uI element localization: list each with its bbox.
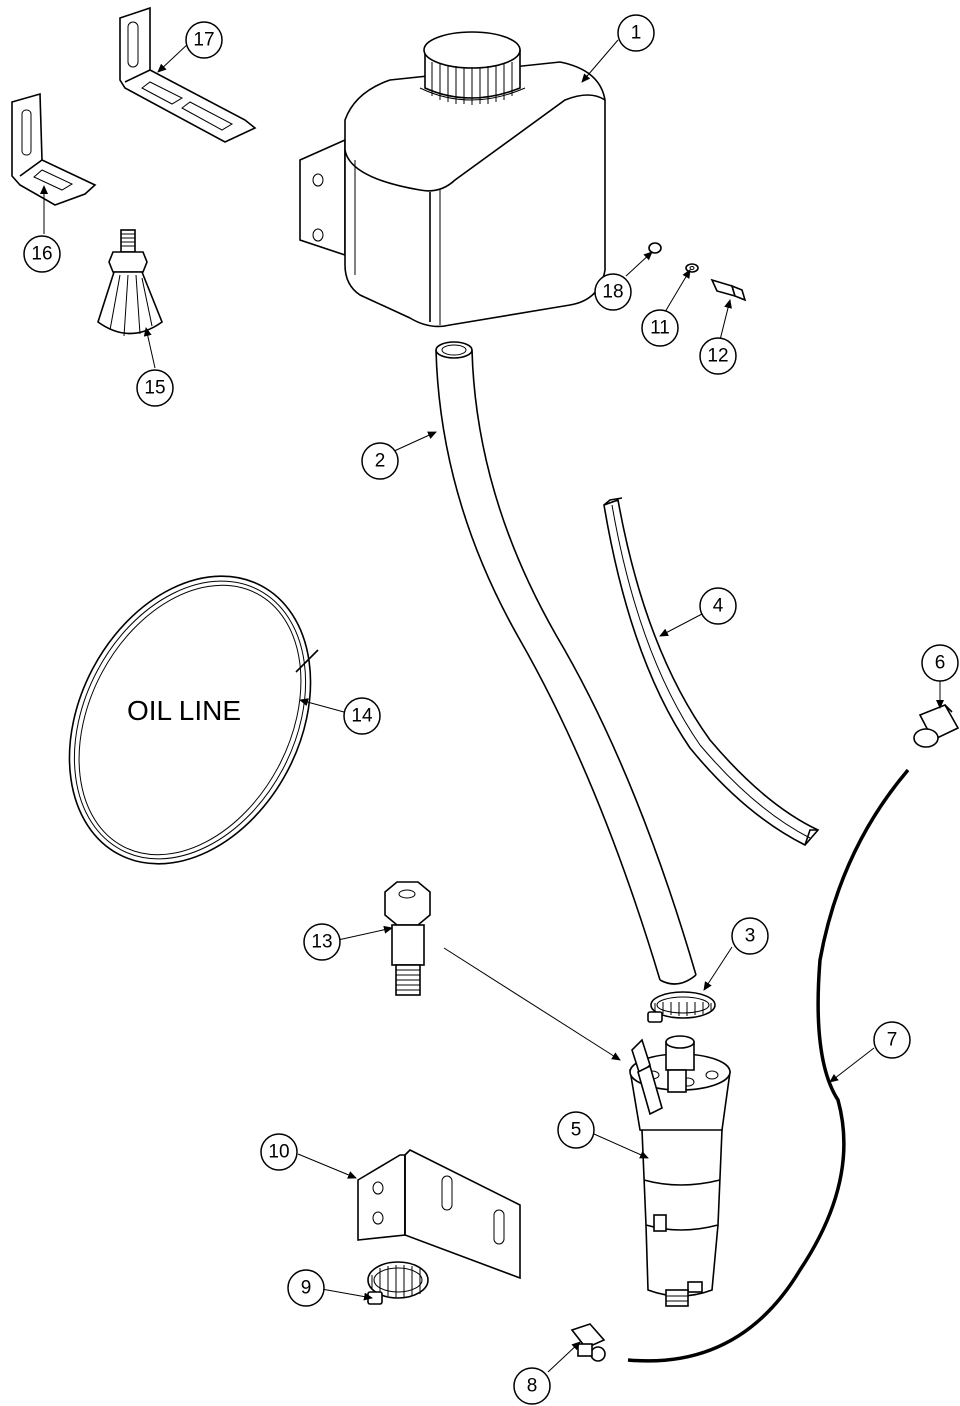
channel-strip-4 (603, 497, 820, 846)
hose-2 (435, 341, 697, 985)
callout-10: 10 (260, 1133, 298, 1171)
flexible-line-7 (627, 768, 910, 1363)
oil-line-coil-14: OIL LINE (68, 575, 319, 865)
callout-15: 15 (136, 369, 174, 407)
svg-text:12: 12 (707, 346, 728, 367)
callout-12: 12 (699, 337, 737, 375)
svg-text:8: 8 (527, 1376, 538, 1397)
callout-16: 16 (23, 235, 61, 273)
hardware-small-parts (648, 242, 747, 302)
extension-fitting-13 (384, 881, 431, 996)
svg-text:16: 16 (31, 244, 52, 265)
svg-text:1: 1 (631, 23, 642, 44)
bushing-15 (97, 229, 163, 337)
bracket-17 (119, 6, 257, 143)
svg-text:7: 7 (887, 1030, 898, 1051)
svg-text:11: 11 (650, 318, 670, 339)
svg-text:5: 5 (571, 1120, 582, 1141)
svg-text:17: 17 (193, 30, 214, 51)
callout-14: 14 (343, 697, 381, 735)
svg-text:4: 4 (713, 596, 724, 617)
fitting-6 (913, 703, 960, 748)
callout-13: 13 (303, 923, 341, 961)
callout-1: 1 (617, 14, 655, 52)
svg-text:15: 15 (144, 378, 165, 399)
svg-text:2: 2 (375, 451, 386, 472)
l-bracket-10 (357, 1149, 521, 1280)
callout-4: 4 (699, 587, 737, 625)
callout-7: 7 (873, 1021, 911, 1059)
callout-5: 5 (557, 1111, 595, 1149)
band-clamp-9 (367, 1261, 429, 1305)
oiler-unit-5 (629, 1035, 731, 1307)
oil-line-label: OIL LINE (127, 695, 241, 726)
callout-9: 9 (287, 1269, 325, 1307)
hose-clamp-3 (647, 991, 716, 1023)
reservoir-tank-1 (299, 31, 606, 328)
elbow-fitting-8 (570, 1323, 606, 1362)
leader-lines (40, 39, 944, 1373)
callout-2: 2 (361, 442, 399, 480)
callout-3: 3 (731, 917, 769, 955)
svg-text:3: 3 (745, 926, 756, 947)
svg-text:14: 14 (351, 706, 373, 727)
callout-8: 8 (513, 1367, 551, 1405)
svg-text:6: 6 (935, 653, 946, 674)
svg-text:10: 10 (268, 1142, 289, 1163)
callout-11: 11 (641, 309, 679, 347)
svg-text:13: 13 (311, 932, 332, 953)
bracket-16 (11, 92, 97, 206)
callout-17: 17 (185, 21, 223, 59)
callout-18: 18 (594, 273, 632, 311)
svg-text:18: 18 (602, 282, 623, 303)
svg-text:9: 9 (301, 1278, 312, 1299)
callout-6: 6 (921, 644, 959, 682)
